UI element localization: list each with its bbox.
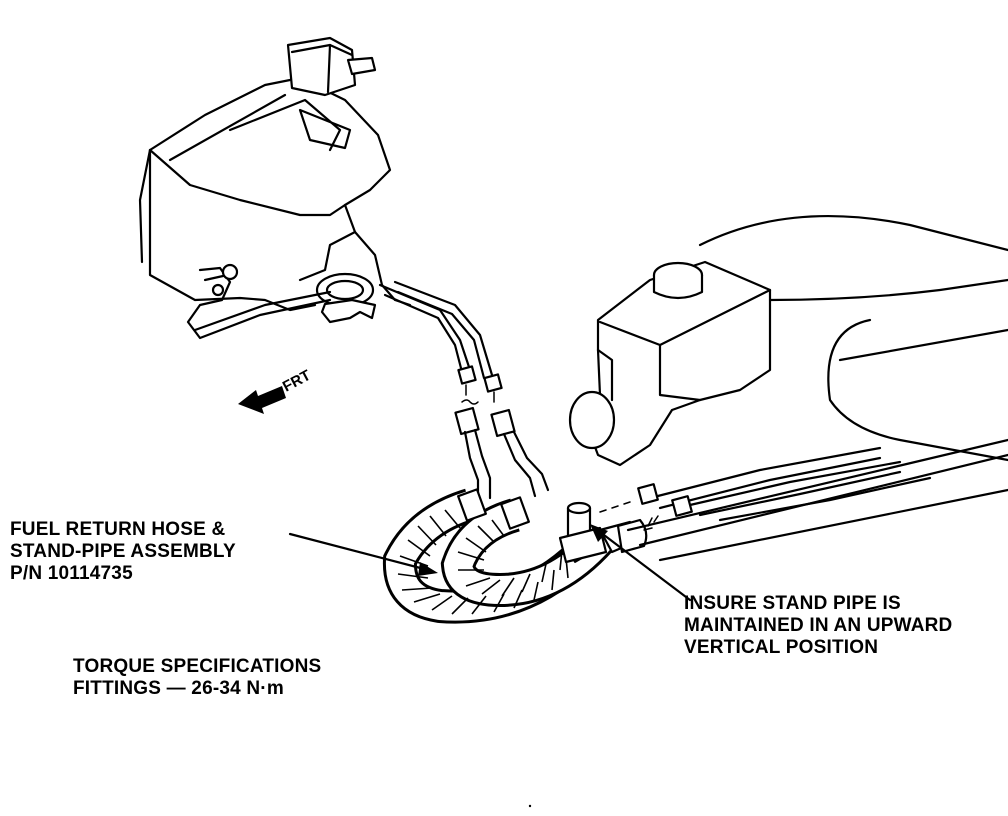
torque-line2: FITTINGS — 26-34 N·m	[73, 678, 284, 699]
fuel-return-line3: P/N 10114735	[10, 563, 133, 584]
stand-pipe	[558, 501, 659, 564]
engine-block	[138, 36, 412, 340]
leader-arrows	[288, 524, 692, 602]
stand-pipe-line3: VERTICAL POSITION	[684, 637, 879, 658]
steel-fuel-lines-lower	[454, 406, 550, 500]
stand-pipe-line1: INSURE STAND PIPE IS	[684, 593, 901, 614]
fuel-return-hose-assembly	[382, 488, 613, 624]
stand-pipe-label: INSURE STAND PIPE IS MAINTAINED IN AN UP…	[684, 593, 952, 659]
steel-fuel-lines-upper	[378, 280, 503, 405]
frt-label: FRT	[280, 367, 314, 396]
fuel-return-hose-label: FUEL RETURN HOSE & STAND-PIPE ASSEMBLY P…	[10, 519, 236, 585]
stand-pipe-line2: MAINTAINED IN AN UPWARD	[684, 615, 953, 636]
front-direction-arrow: FRT	[238, 367, 314, 414]
fuel-return-line2: STAND-PIPE ASSEMBLY	[10, 541, 236, 562]
frame-rail-lines	[599, 438, 1008, 562]
torque-line1: TORQUE SPECIFICATIONS	[73, 656, 322, 677]
master-cylinder	[568, 215, 1008, 467]
torque-specifications-label: TORQUE SPECIFICATIONS FITTINGS — 26-34 N…	[73, 656, 321, 700]
fuel-return-line1: FUEL RETURN HOSE &	[10, 519, 226, 540]
dot-mark	[528, 804, 532, 808]
